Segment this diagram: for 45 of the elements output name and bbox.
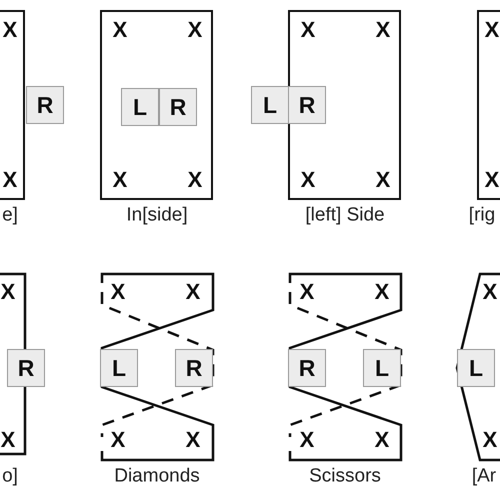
x-mark: X: [374, 429, 390, 451]
x-mark: X: [110, 429, 126, 451]
letter-tile: R: [7, 349, 45, 387]
letter-tile: R: [175, 349, 213, 387]
x-mark: X: [300, 19, 316, 41]
x-mark: X: [482, 429, 498, 451]
x-mark: X: [300, 429, 314, 451]
x-mark: X: [0, 281, 16, 303]
node-label: In[side]: [126, 206, 188, 226]
node-label: [left] Side: [305, 206, 385, 226]
x-mark: X: [186, 281, 200, 303]
x-mark: X: [482, 281, 498, 303]
x-mark: X: [112, 19, 128, 41]
panel-frame: [288, 10, 401, 200]
letter-tile: L: [100, 349, 138, 387]
x-mark: X: [110, 281, 126, 303]
letter-tile: R: [26, 86, 64, 124]
x-mark: X: [376, 169, 390, 191]
x-mark: X: [2, 19, 18, 41]
letter-tile: L: [457, 349, 495, 387]
panel-frame: [100, 10, 213, 200]
x-mark: X: [376, 19, 390, 41]
letter-tile: R: [288, 349, 326, 387]
node-label: [rig: [468, 206, 496, 226]
caption: Scissors: [309, 466, 381, 488]
x-mark: X: [188, 19, 202, 41]
letter-tile: L: [363, 349, 401, 387]
caption: o]: [2, 466, 18, 488]
node-label: e]: [2, 206, 18, 226]
x-mark: X: [186, 429, 200, 451]
caption: [Ar: [472, 466, 496, 488]
letter-tile: L: [121, 88, 159, 126]
x-mark: X: [188, 169, 202, 191]
x-mark: X: [0, 429, 16, 451]
x-mark: X: [484, 19, 500, 41]
x-mark: X: [2, 169, 18, 191]
x-mark: X: [484, 169, 500, 191]
x-mark: X: [300, 281, 314, 303]
letter-tile: L: [251, 86, 289, 124]
caption: Diamonds: [114, 466, 200, 488]
x-mark: X: [300, 169, 316, 191]
x-mark: X: [112, 169, 128, 191]
x-mark: X: [374, 281, 390, 303]
letter-tile: R: [159, 88, 197, 126]
letter-tile: R: [288, 86, 326, 124]
